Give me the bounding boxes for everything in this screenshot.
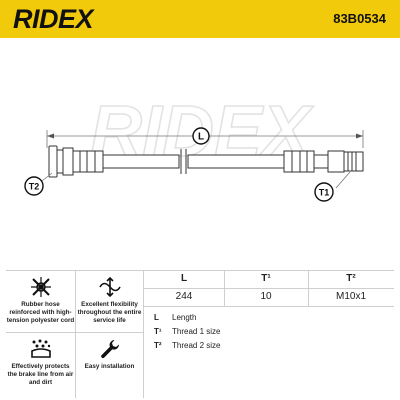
protection-icon <box>30 339 51 358</box>
spec-value-thread2: M10x1 <box>335 291 366 302</box>
feature-installation: Easy installation <box>75 338 144 371</box>
feature-reinforced: Rubber hose reinforced with high-tension… <box>6 276 75 325</box>
spec-row-divider <box>144 288 394 289</box>
spec-header-length: L <box>180 273 188 284</box>
spec-table-bottom <box>144 306 394 307</box>
technical-drawing: RIDEX L <box>0 38 400 270</box>
features-vdivider <box>75 270 76 398</box>
spec-value-length: 244 <box>175 291 193 302</box>
svg-text:T1: T1 <box>319 188 330 198</box>
brake-hose <box>48 145 364 178</box>
legend-label: Thread 2 size <box>172 341 221 350</box>
flexibility-icon <box>98 276 121 298</box>
spec-col-divider <box>224 270 225 306</box>
wrench-icon <box>100 340 119 359</box>
legend-key: T² <box>154 341 162 350</box>
feature-text: Easy installation <box>84 363 135 370</box>
legend-key: L <box>154 313 159 322</box>
svg-text:T2: T2 <box>29 182 40 192</box>
legend-label: Thread 1 size <box>172 327 221 336</box>
spec-value-thread1: 10 <box>260 291 272 302</box>
feature-text: Effectively protects the brake line from… <box>7 363 74 386</box>
feature-text: Rubber hose reinforced with high-tension… <box>6 301 75 324</box>
length-marker: L <box>192 127 210 145</box>
header-bar: RIDEX 83B0534 <box>0 0 400 38</box>
svg-text:L: L <box>198 132 204 143</box>
feature-text: Excellent flexibility throughout the ent… <box>77 301 142 324</box>
spec-col-divider <box>308 270 309 306</box>
section-divider <box>6 270 394 271</box>
legend-label: Length <box>172 313 197 322</box>
hose-drawing: RIDEX L <box>24 91 364 202</box>
spec-header-thread2: T² <box>346 273 356 284</box>
feature-protection: Effectively protects the brake line from… <box>6 338 75 387</box>
reinforced-hose-icon <box>30 277 51 297</box>
feature-flexibility: Excellent flexibility throughout the ent… <box>75 276 144 325</box>
spec-header-thread1: T¹ <box>261 273 271 284</box>
part-number: 83B0534 <box>333 11 386 26</box>
features-panel: Rubber hose reinforced with high-tension… <box>6 270 144 398</box>
thread2-callout: T2 <box>24 172 53 196</box>
thread1-callout: T1 <box>314 171 351 202</box>
legend-key: T¹ <box>154 327 162 336</box>
brand-logo: RIDEX <box>13 4 94 34</box>
